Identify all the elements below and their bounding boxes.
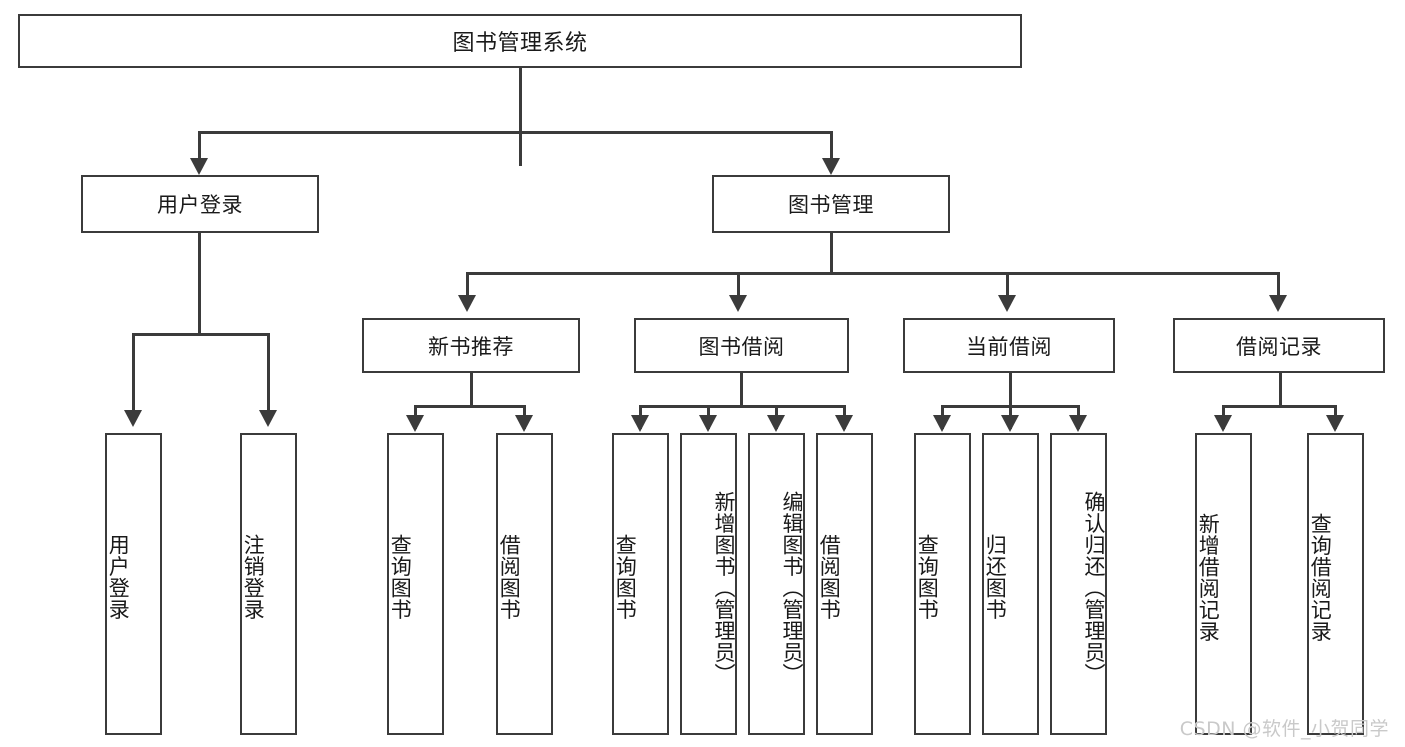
node-label: 查询图书 xyxy=(915,534,940,620)
node-label: 图书管理 xyxy=(788,193,874,217)
connector-user-login-stem xyxy=(198,233,201,335)
connector-book-borrow-bus xyxy=(639,405,846,408)
leaf-user-login[interactable]: 用户登录 xyxy=(105,433,162,735)
node-label: 新增图书（管理员） xyxy=(712,491,736,685)
connector-borrow-record-stem xyxy=(1279,373,1282,407)
arrow-bb-to-leaf-4 xyxy=(835,415,853,432)
arrow-br-to-leaf-1 xyxy=(1214,415,1232,432)
leaf-bb-add-book-admin[interactable]: 新增图书（管理员） xyxy=(680,433,737,735)
leaf-bb-edit-book-admin[interactable]: 编辑图书（管理员） xyxy=(748,433,805,735)
arrow-user-login-to-leaf-2 xyxy=(259,410,277,427)
leaf-bb-borrow-book[interactable]: 借阅图书 xyxy=(816,433,873,735)
node-label: 查询借阅记录 xyxy=(1308,512,1333,642)
connector-book-management-stem xyxy=(830,233,833,275)
leaf-bb-query-book[interactable]: 查询图书 xyxy=(612,433,669,735)
connector-root-stem xyxy=(519,68,522,166)
node-label: 确认归还（管理员） xyxy=(1082,491,1106,685)
connector-user-login-to-leaf-2 xyxy=(267,333,270,415)
arrow-root-to-user-login xyxy=(190,158,208,175)
node-book-borrow[interactable]: 图书借阅 xyxy=(634,318,849,373)
connector-borrow-record-bus xyxy=(1222,405,1337,408)
leaf-br-add-record[interactable]: 新增借阅记录 xyxy=(1195,433,1252,735)
leaf-cb-return-book[interactable]: 归还图书 xyxy=(982,433,1039,735)
node-new-book-recommend[interactable]: 新书推荐 xyxy=(362,318,580,373)
connector-bm-to-current-borrow xyxy=(1006,272,1009,300)
arrow-bb-to-leaf-3 xyxy=(767,415,785,432)
leaf-nb-borrow-book[interactable]: 借阅图书 xyxy=(496,433,553,735)
node-label: 查询图书 xyxy=(388,534,413,620)
watermark: CSDN @软件_小贺同学 xyxy=(1179,718,1389,740)
arrow-bm-to-book-borrow xyxy=(729,295,747,312)
arrow-root-to-book-management xyxy=(822,158,840,175)
connector-book-management-bus xyxy=(466,272,1280,275)
connector-user-login-bus xyxy=(132,333,267,336)
node-label: 用户登录 xyxy=(157,193,243,217)
node-label: 图书管理系统 xyxy=(452,31,588,56)
arrow-cb-to-leaf-1 xyxy=(933,415,951,432)
arrow-bb-to-leaf-1 xyxy=(631,415,649,432)
node-borrow-record[interactable]: 借阅记录 xyxy=(1173,318,1385,373)
arrow-nb-to-leaf-1 xyxy=(406,415,424,432)
connector-user-login-to-leaf-1 xyxy=(132,333,135,415)
node-current-borrow[interactable]: 当前借阅 xyxy=(903,318,1115,373)
leaf-logout[interactable]: 注销登录 xyxy=(240,433,297,735)
connector-root-to-book-management xyxy=(830,131,833,163)
node-label: 借阅图书 xyxy=(817,534,842,620)
arrow-bm-to-new-book xyxy=(458,295,476,312)
connector-root-to-user-login xyxy=(198,131,201,163)
node-label: 借阅记录 xyxy=(1236,334,1322,359)
arrow-br-to-leaf-2 xyxy=(1326,415,1344,432)
leaf-cb-query-book[interactable]: 查询图书 xyxy=(914,433,971,735)
connector-bm-to-new-book xyxy=(466,272,469,300)
connector-current-borrow-stem xyxy=(1009,373,1012,407)
connector-new-book-bus xyxy=(414,405,526,408)
node-label: 借阅图书 xyxy=(497,534,522,620)
node-label: 当前借阅 xyxy=(966,334,1052,359)
arrow-bm-to-current-borrow xyxy=(998,295,1016,312)
node-label: 注销登录 xyxy=(241,534,266,620)
connector-bm-to-borrow-record xyxy=(1277,272,1280,300)
node-label: 归还图书 xyxy=(983,534,1008,620)
connector-new-book-stem xyxy=(470,373,473,407)
connector-root-bus xyxy=(198,131,832,134)
connector-book-borrow-stem xyxy=(740,373,743,407)
node-label: 查询图书 xyxy=(613,534,638,620)
node-label: 新书推荐 xyxy=(428,334,514,359)
node-label: 图书借阅 xyxy=(698,334,785,359)
leaf-nb-query-book[interactable]: 查询图书 xyxy=(387,433,444,735)
arrow-nb-to-leaf-2 xyxy=(515,415,533,432)
node-root-book-management-system[interactable]: 图书管理系统 xyxy=(18,14,1022,68)
arrow-bm-to-borrow-record xyxy=(1269,295,1287,312)
node-book-management[interactable]: 图书管理 xyxy=(712,175,950,233)
node-user-login[interactable]: 用户登录 xyxy=(81,175,319,233)
node-label: 新增借阅记录 xyxy=(1196,512,1221,642)
arrow-user-login-to-leaf-1 xyxy=(124,410,142,427)
connector-bm-to-book-borrow xyxy=(737,272,740,300)
arrow-cb-to-leaf-2 xyxy=(1001,415,1019,432)
leaf-br-query-record[interactable]: 查询借阅记录 xyxy=(1307,433,1364,735)
arrow-bb-to-leaf-2 xyxy=(699,415,717,432)
node-label: 编辑图书（管理员） xyxy=(780,491,804,685)
node-label: 用户登录 xyxy=(106,534,131,620)
leaf-cb-confirm-return-admin[interactable]: 确认归还（管理员） xyxy=(1050,433,1107,735)
arrow-cb-to-leaf-3 xyxy=(1069,415,1087,432)
